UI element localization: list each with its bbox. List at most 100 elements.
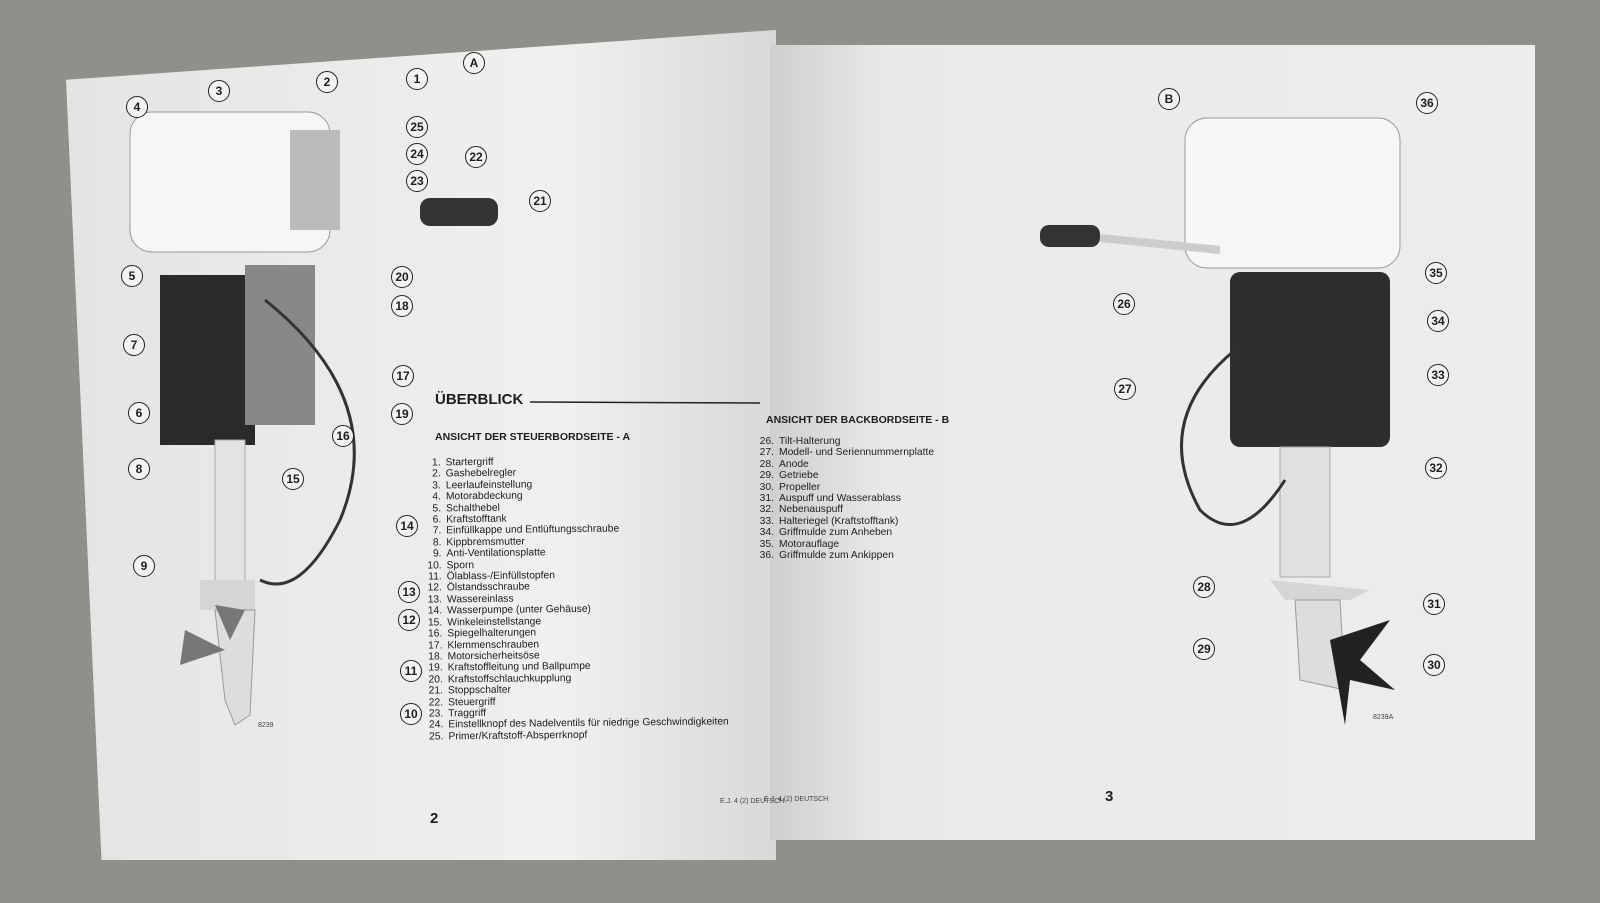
item-number: 19.: [428, 662, 443, 674]
callout-15: 15: [282, 468, 304, 490]
item-number: 26.: [759, 436, 774, 447]
item-number: 17.: [428, 639, 443, 652]
item-label: Nebenauspuff: [779, 504, 843, 516]
callout-23: 23: [406, 170, 428, 192]
callout-4: 4: [126, 96, 148, 118]
item-label: Tilt-Halterung: [779, 436, 841, 447]
figure-label-a: A: [463, 52, 485, 74]
callout-8: 8: [128, 458, 150, 480]
item-number: 6.: [432, 514, 442, 526]
callout-30: 30: [1423, 654, 1445, 676]
callout-5: 5: [121, 265, 143, 287]
callout-25: 25: [406, 116, 428, 138]
item-label: Wassereinlass: [446, 593, 514, 606]
item-number: 1.: [431, 457, 441, 469]
item-number: 7.: [432, 525, 442, 537]
item-number: 3.: [432, 480, 441, 492]
item-number: 34.: [759, 527, 774, 539]
item-label: Kraftstofftank: [446, 513, 507, 526]
callout-28: 28: [1193, 576, 1215, 598]
callout-10: 10: [400, 703, 422, 725]
callout-36: 36: [1416, 92, 1438, 114]
parts-list-item: 34.Griffmulde zum Anheben: [752, 527, 934, 538]
parts-list-item: 32. Nebenauspuff: [752, 504, 934, 515]
motor-illustration-a: [129, 111, 498, 726]
item-number: 15.: [427, 617, 443, 629]
callout-17: 17: [392, 365, 414, 387]
right-page: [770, 45, 1535, 840]
callout-24: 24: [406, 143, 428, 165]
item-label: Ölstandsschraube: [446, 581, 530, 594]
parts-list-item: 27.Modell- und Seriennummernplatte: [752, 447, 934, 458]
item-label: Motorabdeckung: [445, 490, 523, 503]
right-footer: E.J. 4 (2) DEUTSCH: [764, 796, 829, 803]
item-label: Ölablass-/Einfüllstopfen: [446, 570, 556, 583]
callout-21: 21: [529, 190, 551, 212]
item-label: Stoppschalter: [447, 684, 511, 697]
item-label: Anode: [779, 458, 809, 470]
parts-list-item: 28.Anode: [752, 459, 934, 470]
callout-6: 6: [128, 402, 150, 424]
item-label: Getriebe: [779, 470, 819, 482]
figure-label-b: B: [1158, 88, 1180, 110]
callout-16: 16: [332, 425, 354, 447]
image-code-b: 8239A: [1373, 714, 1394, 721]
callout-31: 31: [1423, 593, 1445, 615]
callout-2: 2: [316, 71, 338, 93]
heading-rule: [529, 401, 761, 404]
item-label: Griffmulde zum Ankippen: [779, 550, 894, 562]
item-number: 21.: [428, 685, 444, 697]
callout-1: 1: [406, 68, 428, 90]
item-number: 9.: [432, 548, 442, 560]
callout-29: 29: [1193, 638, 1215, 660]
callout-14: 14: [396, 515, 418, 537]
item-label: Sporn: [446, 559, 475, 571]
item-number: 31.: [759, 493, 774, 505]
item-number: 36.: [759, 550, 774, 562]
item-number: 25.: [429, 731, 444, 743]
item-number: 20.: [428, 674, 443, 686]
callout-27: 27: [1114, 378, 1136, 400]
item-label: Kraftstoffschlauchkupplung: [447, 672, 572, 686]
item-label: Einstellknopf des Nadelventils für niedr…: [448, 716, 729, 731]
motor-illustration-b: [1040, 117, 1401, 725]
item-label: Anti-Ventilationsplatte: [446, 547, 546, 560]
item-number: 10.: [427, 560, 442, 572]
callout-11: 11: [400, 660, 422, 682]
item-number: 18.: [428, 651, 443, 663]
item-label: Primer/Kraftstoff-Absperrknopf: [448, 729, 588, 743]
item-number: 32.: [759, 504, 774, 516]
item-label: Startergriff: [445, 456, 494, 469]
item-label: Auspuff und Wasserablass: [779, 493, 901, 505]
callout-22: 22: [465, 146, 487, 168]
item-number: 11.: [428, 571, 442, 583]
item-number: 5.: [432, 503, 442, 515]
item-number: 27.: [759, 447, 774, 459]
callout-26: 26: [1113, 293, 1135, 315]
left-subheading: ANSICHT DER STEUERBORDSEITE - A: [435, 431, 631, 443]
callout-9: 9: [133, 555, 155, 577]
item-number: 14.: [427, 605, 443, 617]
callout-32: 32: [1425, 457, 1447, 479]
item-number: 24.: [428, 719, 444, 731]
item-number: 29.: [759, 470, 774, 482]
parts-list-item: 35.Motorauflage: [752, 539, 934, 550]
item-number: 33.: [759, 515, 774, 527]
callout-20: 20: [391, 266, 413, 288]
item-label: Spiegelhalterungen: [447, 627, 537, 640]
parts-list-item: 33. Halteriegel (Kraftstofftank): [752, 516, 934, 527]
item-label: Motorauflage: [779, 538, 840, 550]
image-code-a: 8239: [258, 722, 274, 729]
callout-19: 19: [391, 403, 413, 425]
item-label: Kraftstoffleitung und Ballpumpe: [447, 661, 591, 674]
item-label: Kippbremsmutter: [446, 536, 525, 549]
item-number: 30.: [759, 481, 774, 493]
callout-33: 33: [1427, 364, 1449, 386]
item-number: 2.: [432, 468, 441, 480]
item-label: Klemmenschrauben: [447, 638, 540, 651]
parts-list-item: 30.Propeller: [752, 482, 934, 493]
item-label: Schalthebel: [445, 502, 500, 514]
item-label: Halteriegel (Kraftstofftank): [779, 515, 899, 527]
